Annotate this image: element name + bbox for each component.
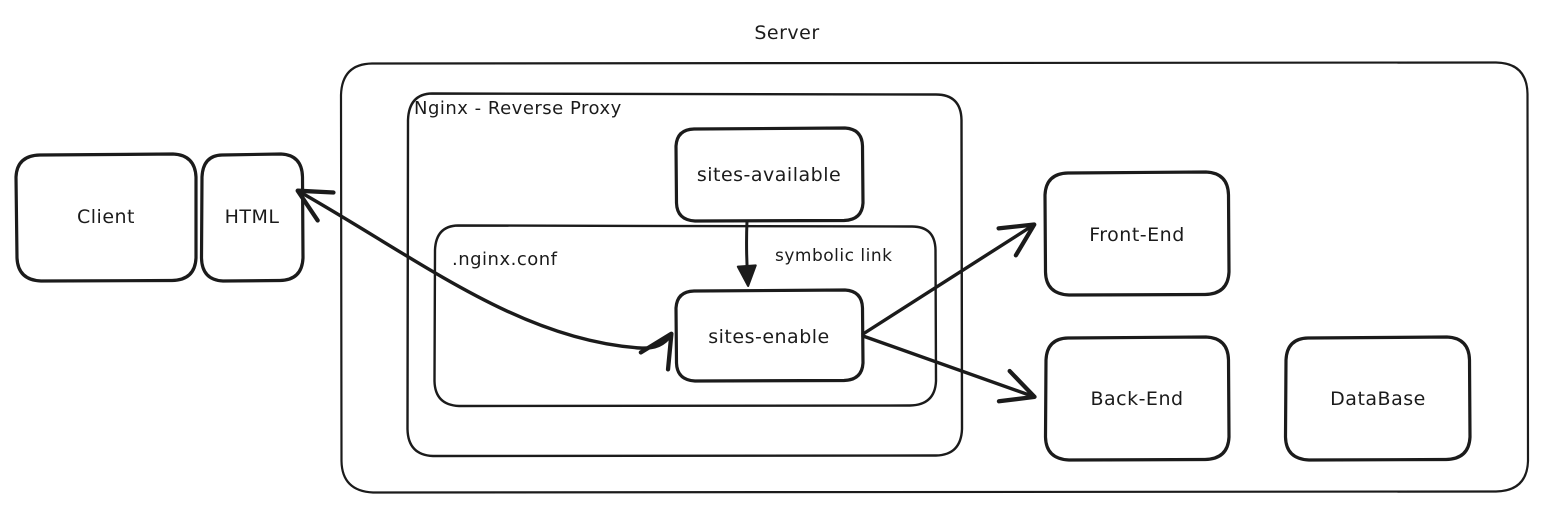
node-html[interactable]	[199, 152, 305, 283]
container-label-nginx: Nginx - Reverse Proxy	[414, 98, 622, 119]
edge-symbolic-link	[736, 219, 757, 287]
node-sites-available[interactable]	[674, 126, 865, 223]
node-label-back-end: Back-End	[1090, 388, 1184, 410]
node-label-html: HTML	[224, 206, 280, 228]
container-label-nginx-conf: .nginx.conf	[452, 249, 558, 270]
node-label-client: Client	[76, 206, 136, 228]
node-label-front-end: Front-End	[1089, 224, 1185, 246]
node-database[interactable]	[1283, 335, 1472, 462]
diagram-title: Server	[754, 22, 820, 44]
edge-sites-enable-back-end	[861, 334, 1037, 404]
node-label-sites-available: sites-available	[696, 164, 842, 186]
container-server	[339, 61, 1530, 494]
node-label-sites-enable: sites-enable	[708, 326, 830, 348]
container-nginx	[406, 92, 964, 458]
node-back-end[interactable]	[1043, 335, 1231, 462]
node-client[interactable]	[14, 152, 198, 283]
node-label-database: DataBase	[1330, 388, 1426, 410]
node-sites-enable[interactable]	[674, 288, 865, 383]
edge-html-sites-enable	[295, 188, 674, 372]
edge-label-symbolic-link: symbolic link	[775, 246, 893, 266]
node-front-end[interactable]	[1043, 170, 1231, 297]
edge-sites-enable-front-end	[861, 222, 1037, 336]
